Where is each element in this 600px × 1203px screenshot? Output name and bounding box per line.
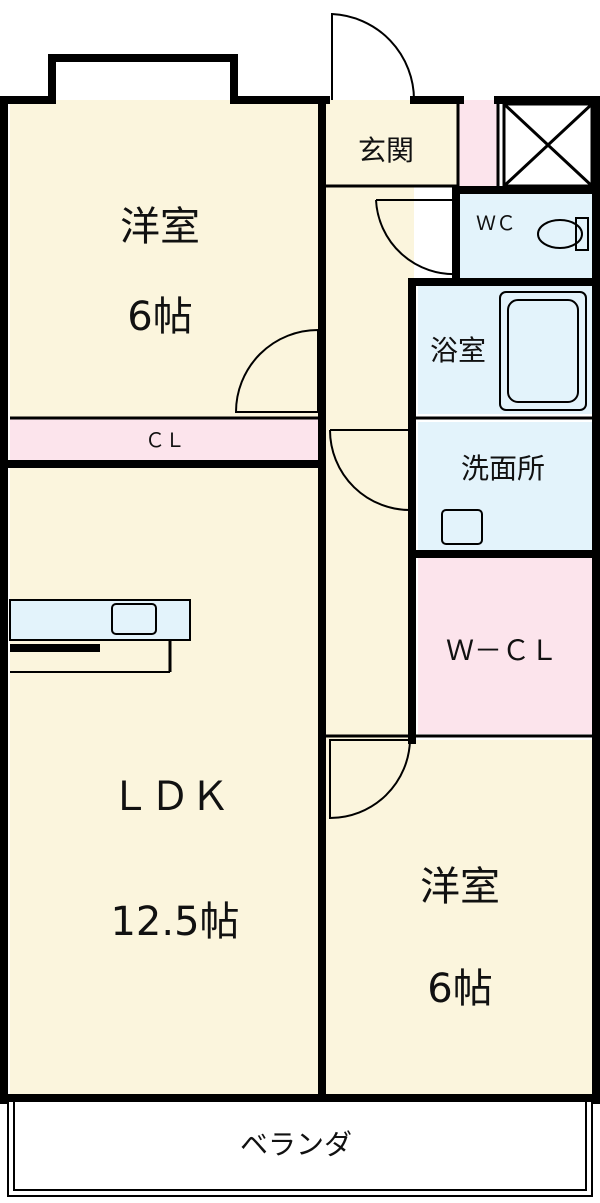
toilet-fixture (537, 217, 589, 251)
bedroom-north-area (10, 100, 320, 418)
bathroom-label: 浴室 (430, 334, 486, 367)
hallway-area (326, 100, 414, 740)
veranda-outline (7, 1100, 593, 1197)
bedroom-north-size: 6帖 (127, 294, 192, 340)
bedroom-south-area (326, 740, 592, 1096)
toilet-label: ＷＣ (476, 211, 516, 235)
washroom-area (418, 422, 592, 552)
kitchen-counter (9, 599, 191, 641)
walk-in-closet-area (418, 558, 592, 734)
bedroom-south-name: 洋室 (420, 864, 500, 910)
veranda-label: ベランダ (240, 1128, 352, 1161)
entrance-label: 玄関 (358, 134, 414, 167)
toilet-area (460, 194, 592, 278)
ldk-name: ＬＤＫ (110, 774, 230, 820)
shoe-closet-area (458, 100, 498, 186)
bedroom-north-name: 洋室 (120, 204, 200, 250)
bathtub (499, 291, 587, 411)
closet-label: ＣＬ (145, 428, 185, 452)
washroom-label: 洗面所 (461, 452, 545, 485)
pipe-shaft (502, 102, 594, 188)
bathroom-area (418, 286, 592, 414)
ldk-area (10, 468, 320, 1096)
ldk-size: 12.5帖 (110, 899, 239, 945)
walk-in-closet-label: Ｗ－ＣＬ (446, 634, 558, 667)
entrance-area (326, 100, 458, 186)
bedroom-south-size: 6帖 (427, 966, 492, 1012)
thin-walls (10, 100, 594, 738)
wash-basin (111, 509, 483, 635)
closet-area (10, 418, 320, 460)
doors (234, 12, 459, 820)
